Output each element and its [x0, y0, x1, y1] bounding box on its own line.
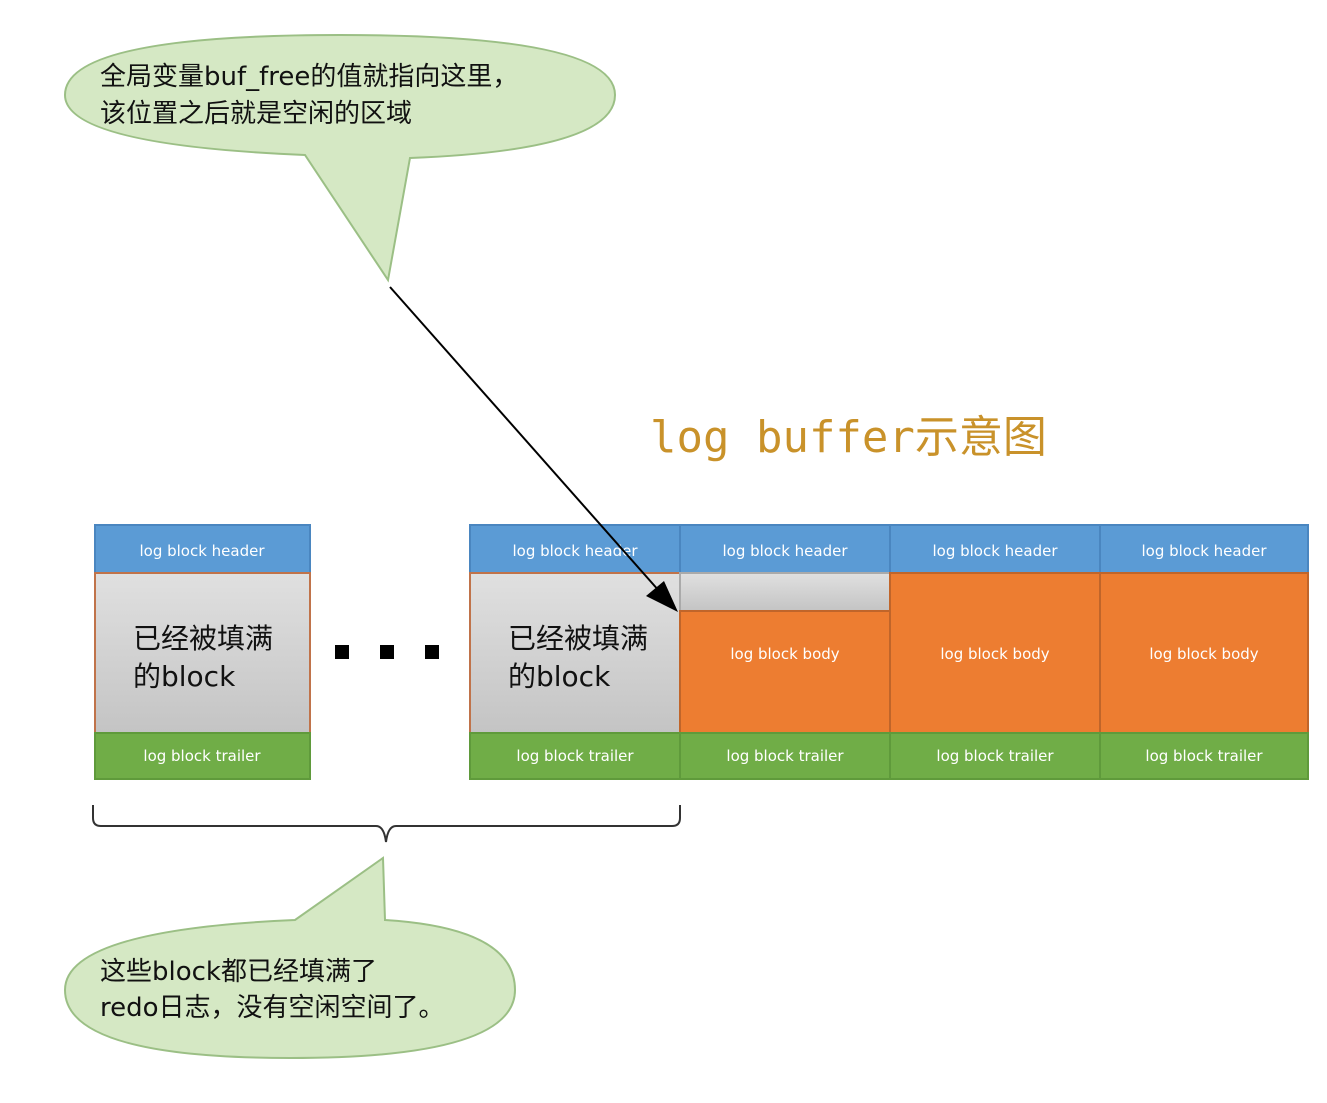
block-1-trailer-label: log block trailer	[516, 747, 634, 765]
block-2-trailer	[679, 732, 891, 780]
ellipsis	[335, 645, 439, 659]
full-blocks-brace	[92, 805, 681, 843]
callout-top-line-1: 全局变量buf_free的值就指向这里，	[100, 62, 518, 92]
block-1-full	[469, 572, 681, 734]
right-block-group: log block header 已经被填满 的block log block …	[469, 524, 1309, 780]
callout-bottom: 这些block都已经填满了 redo日志，没有空闲空间了。	[63, 856, 517, 1060]
block-1-trailer	[469, 732, 681, 780]
block-4-trailer-label: log block trailer	[1145, 747, 1263, 765]
block-2-trailer-label: log block trailer	[726, 747, 844, 765]
left-block-full-line-1: 已经被填满	[133, 622, 273, 655]
left-block-full	[94, 572, 311, 734]
block-2-header-label: log block header	[722, 542, 848, 560]
block-1-full-line-1: 已经被填满	[508, 622, 648, 655]
callout-bottom-line-2: redo日志，没有空闲空间了。	[100, 993, 445, 1023]
block-1-header-label: log block header	[512, 542, 638, 560]
block-3-header-label: log block header	[932, 542, 1058, 560]
callout-top-line-2: 该位置之后就是空闲的区域	[100, 99, 412, 129]
block-4-body-label: log block body	[1149, 645, 1258, 663]
callout-bottom-line-1: 这些block都已经填满了	[100, 957, 377, 987]
block-3-trailer-label: log block trailer	[936, 747, 1054, 765]
left-block-header-label: log block header	[139, 542, 265, 560]
block-1-full-line-2: 的block	[508, 660, 611, 693]
left-block-full-line-2: 的block	[133, 660, 236, 693]
block-2-used-part	[679, 572, 891, 612]
buf-free-arrow	[389, 286, 678, 612]
callout-top: 全局变量buf_free的值就指向这里， 该位置之后就是空闲的区域	[63, 33, 617, 283]
block-4-header	[1099, 524, 1309, 574]
block-4-trailer	[1099, 732, 1309, 780]
diagram-title: log buffer示意图	[650, 412, 1047, 463]
block-2-body	[679, 610, 891, 734]
left-block-trailer-label: log block trailer	[143, 747, 261, 765]
left-block-trailer	[94, 732, 311, 780]
block-2-body-label: log block body	[730, 645, 839, 663]
block-3-body-label: log block body	[940, 645, 1049, 663]
left-block-header	[94, 524, 311, 574]
left-block: log block header 已经被填满 的block log block …	[94, 524, 311, 780]
block-3-body	[889, 572, 1101, 734]
block-4-body	[1099, 572, 1309, 734]
block-4-header-label: log block header	[1141, 542, 1267, 560]
